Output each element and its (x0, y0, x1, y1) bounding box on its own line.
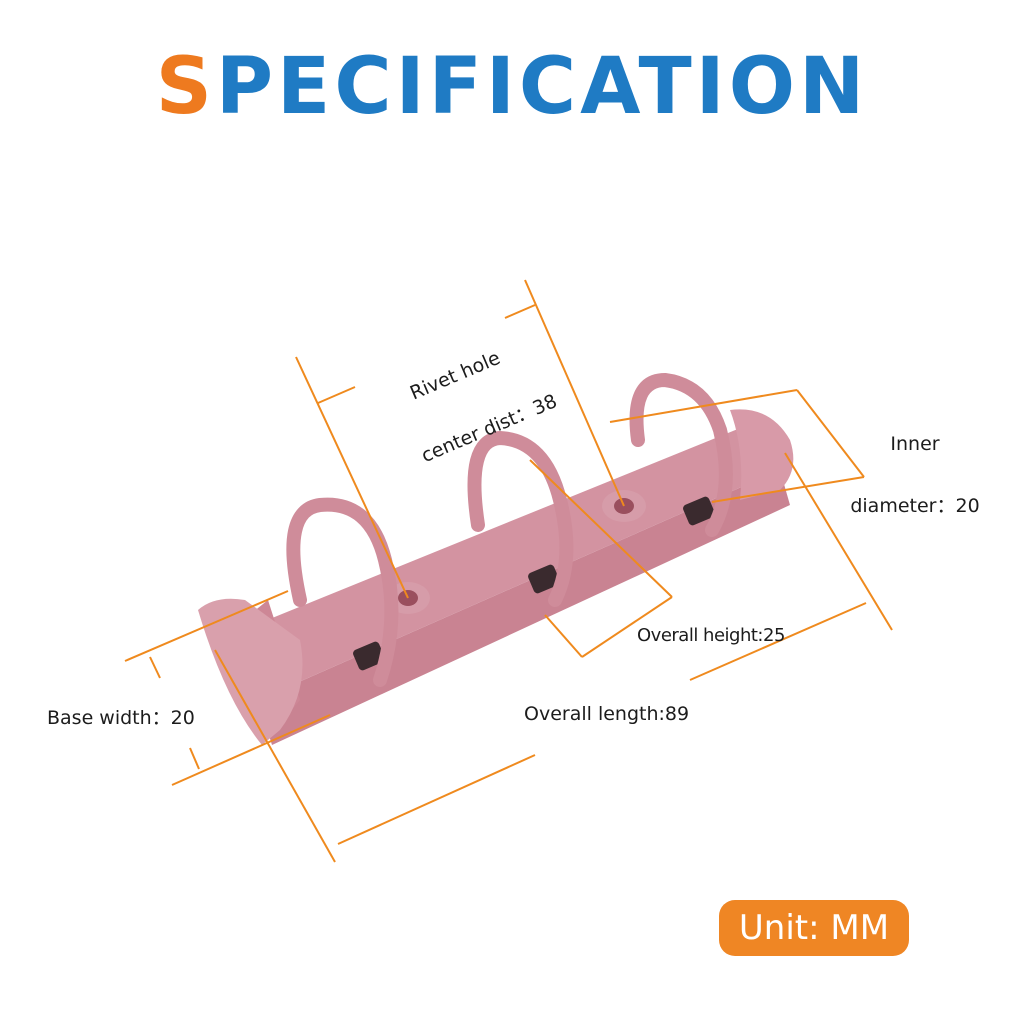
title-rest: PECIFICATION (215, 42, 869, 132)
inner-diameter-line2: diameter：20 (850, 495, 980, 518)
base-width-label: Base width：20 (47, 707, 195, 729)
overall-height-label: Overall height:25 (637, 625, 785, 646)
unit-badge: Unit: MM (719, 900, 909, 956)
overall-length-label: Overall length:89 (524, 703, 690, 725)
page-title: SPECIFICATION (0, 48, 1024, 126)
dimension-lines (124, 279, 893, 863)
title-first-letter: S (155, 42, 216, 132)
rivet-hole-line1: Rivet hole (406, 346, 504, 405)
inner-diameter-label: Inner diameter：20 (845, 392, 985, 538)
inner-diameter-line1: Inner (890, 432, 940, 455)
